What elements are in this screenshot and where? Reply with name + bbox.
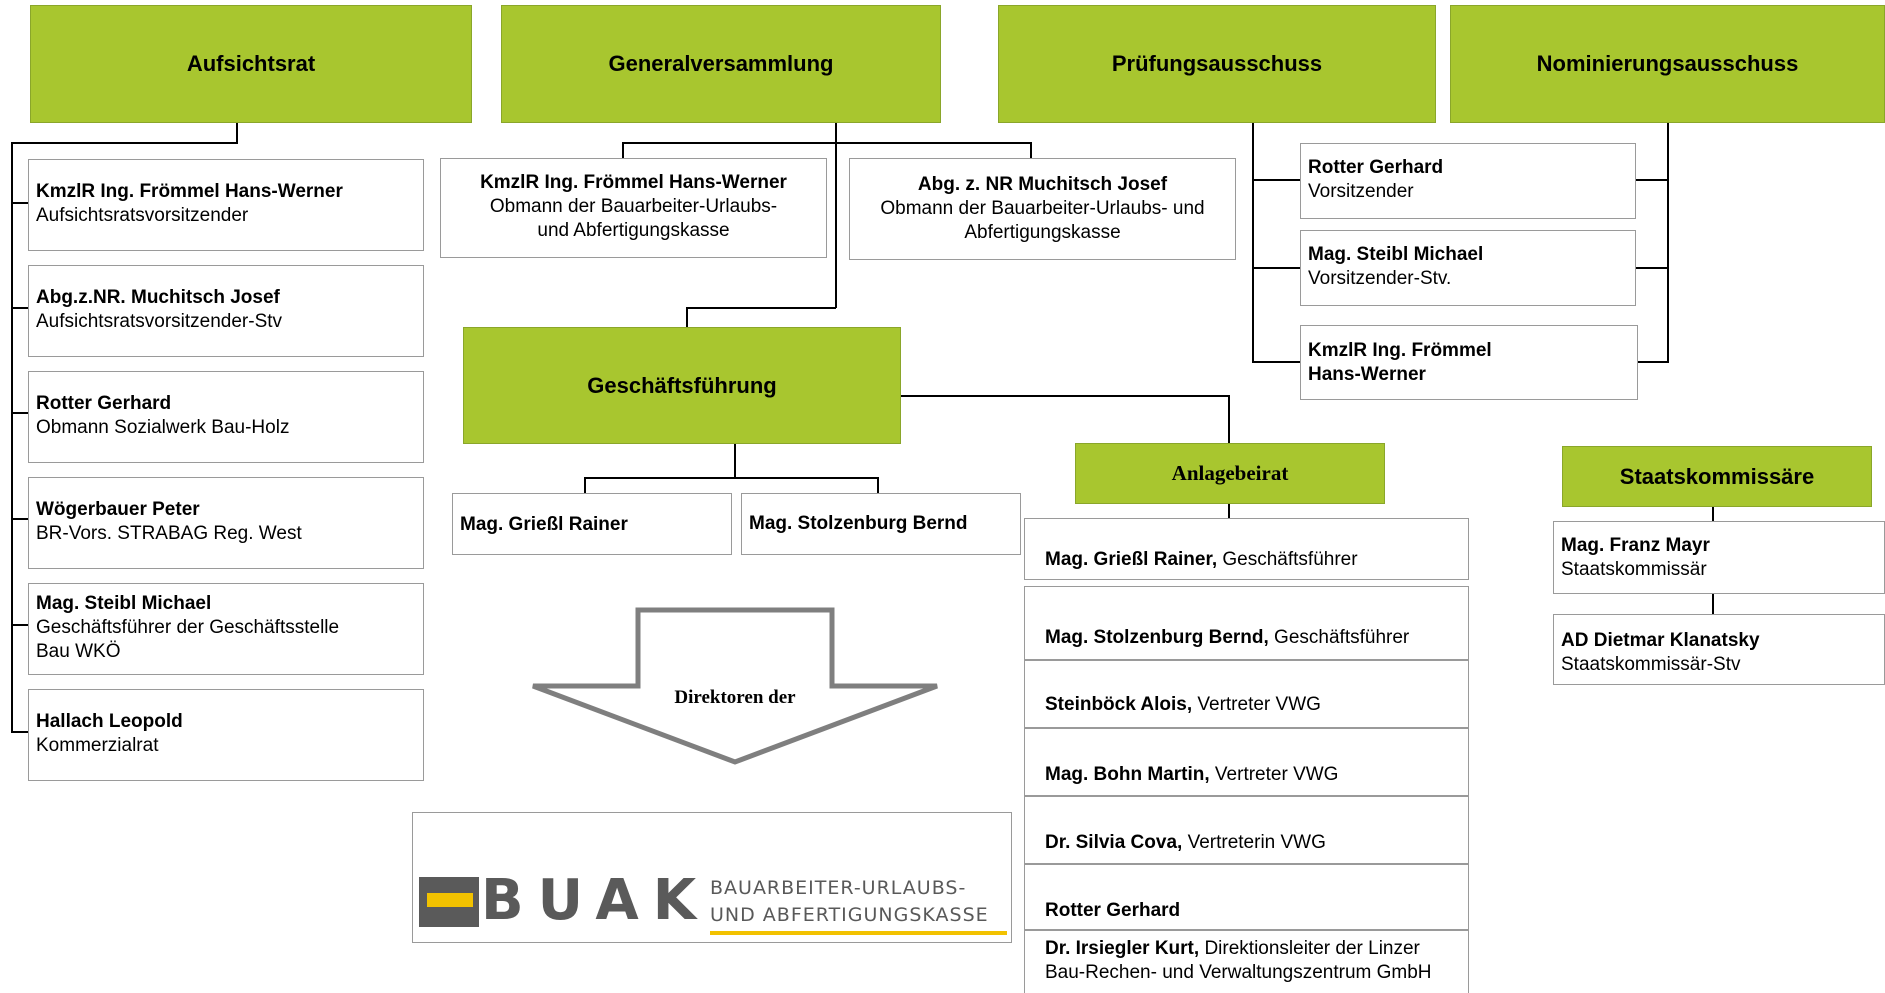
member-name: Mag. Stolzenburg Bernd	[749, 513, 968, 534]
aufsichtsrat-member: Mag. Steibl Michael Geschäftsführer der …	[28, 583, 424, 675]
logo-mark: BUAK	[481, 868, 711, 933]
member-role: Geschäftsführer der Geschäftsstelle	[36, 617, 340, 638]
member-name: Dr. Irsiegler Kurt,	[1045, 938, 1200, 959]
member-role: Obmann Sozialwerk Bau-Holz	[36, 417, 290, 438]
member-name: Mag. Steibl Michael	[1308, 244, 1484, 265]
member-role: Geschäftsführer	[1217, 549, 1358, 570]
header-nominierungsausschuss: Nominierungsausschuss	[1450, 5, 1885, 123]
header-staatskommissaere: Staatskommissäre	[1562, 446, 1872, 507]
logo-emblem-accent	[427, 893, 473, 907]
member-role-cont: Bau WKÖ	[36, 641, 121, 662]
aufsichtsrat-member: Hallach Leopold Kommerzialrat	[28, 689, 424, 781]
generalversammlung-member: Abg. z. NR Muchitsch Josef Obmann der Ba…	[849, 158, 1236, 260]
header-geschaeftsfuehrung: Geschäftsführung	[463, 327, 901, 444]
member-name: Steinböck Alois,	[1045, 694, 1193, 715]
member-name: Dr. Silvia Cova,	[1045, 832, 1183, 853]
logo-text-line1: BAUARBEITER-URLAUBS-	[710, 877, 967, 899]
member-name: Wögerbauer Peter	[36, 499, 200, 520]
member-role: Kommerzialrat	[36, 735, 159, 756]
member-role: Vertreter VWG	[1209, 764, 1339, 785]
member-name: KmzlR Ing. Frömmel Hans-Werner	[36, 181, 343, 202]
logo-text-line2: UND ABFERTIGUNGSKASSE	[710, 904, 989, 926]
aufsichtsrat-member: KmzlR Ing. Frömmel Hans-Werner Aufsichts…	[28, 159, 424, 251]
member-role: Direktionsleiter der Linzer	[1199, 938, 1420, 959]
header-anlagebeirat: Anlagebeirat	[1075, 443, 1385, 504]
member-name: Rotter Gerhard	[1308, 157, 1444, 178]
anlagebeirat-member: Rotter Gerhard	[1024, 864, 1469, 930]
header-generalversammlung: Generalversammlung	[501, 5, 941, 123]
member-role: Aufsichtsratsvorsitzender-Stv	[36, 311, 283, 332]
member-name: KmzlR Ing. Frömmel Hans-Werner	[480, 172, 787, 193]
generalversammlung-member: KmzlR Ing. Frömmel Hans-Werner Obmann de…	[440, 158, 827, 258]
member-name: KmzlR Ing. Frömmel	[1308, 340, 1492, 361]
member-name: Mag. Franz Mayr	[1561, 535, 1710, 556]
header-aufsichtsrat: Aufsichtsrat	[30, 5, 472, 123]
member-role: Vertreter VWG	[1192, 694, 1321, 715]
anlagebeirat-member: Dr. Irsiegler Kurt, Direktionsleiter der…	[1024, 930, 1469, 993]
staatskommissaer-member: AD Dietmar Klanatsky Staatskommissär-Stv	[1553, 614, 1885, 685]
member-name: Mag. Steibl Michael	[36, 593, 212, 614]
member-role: Staatskommissär-Stv	[1561, 654, 1741, 675]
aufsichtsrat-member: Wögerbauer Peter BR-Vors. STRABAG Reg. W…	[28, 477, 424, 569]
anlagebeirat-member: Steinböck Alois, Vertreter VWG	[1024, 660, 1469, 728]
member-name: AD Dietmar Klanatsky	[1561, 630, 1760, 651]
member-name: Abg.z.NR. Muchitsch Josef	[36, 287, 280, 308]
member-role: Vertreterin VWG	[1182, 832, 1326, 853]
anlagebeirat-member: Dr. Silvia Cova, Vertreterin VWG	[1024, 796, 1469, 864]
pruefung-member: KmzlR Ing. Frömmel Hans-Werner	[1300, 325, 1638, 400]
member-role: Obmann der Bauarbeiter-Urlaubs- und	[880, 198, 1205, 219]
anlagebeirat-member: Mag. Stolzenburg Bernd, Geschäftsführer	[1024, 586, 1469, 660]
member-role: Staatskommissär	[1561, 559, 1707, 580]
pruefung-member: Rotter Gerhard Vorsitzender	[1300, 143, 1636, 219]
gf-member: Mag. Grießl Rainer	[452, 493, 732, 555]
staatskommissaer-member: Mag. Franz Mayr Staatskommissär	[1553, 521, 1885, 594]
arrow-label: Direktoren der	[674, 687, 796, 708]
down-arrow-shape	[532, 607, 938, 765]
logo-underline	[710, 931, 1007, 935]
header-pruefungsausschuss: Prüfungsausschuss	[998, 5, 1436, 123]
member-role-cont: Abfertigungskasse	[964, 222, 1121, 243]
member-name: Mag. Bohn Martin,	[1045, 764, 1210, 785]
member-name: Mag. Stolzenburg Bernd,	[1045, 627, 1269, 648]
member-name: Rotter Gerhard	[1045, 900, 1181, 921]
member-role: Vorsitzender	[1308, 181, 1414, 202]
aufsichtsrat-member: Abg.z.NR. Muchitsch Josef Aufsichtsratsv…	[28, 265, 424, 357]
anlagebeirat-member: Mag. Grießl Rainer, Geschäftsführer	[1024, 518, 1469, 580]
gf-member: Mag. Stolzenburg Bernd	[741, 493, 1021, 555]
member-name: Mag. Grießl Rainer	[460, 514, 628, 535]
member-role-cont: Bau-Rechen- und Verwaltungszentrum GmbH	[1045, 962, 1432, 983]
buak-logo: BUAK BAUARBEITER-URLAUBS- UND ABFERTIGUN…	[412, 812, 1012, 943]
member-role: BR-Vors. STRABAG Reg. West	[36, 523, 302, 544]
member-role: Aufsichtsratsvorsitzender	[36, 205, 249, 226]
member-role: Vorsitzender-Stv.	[1308, 268, 1452, 289]
aufsichtsrat-member: Rotter Gerhard Obmann Sozialwerk Bau-Hol…	[28, 371, 424, 463]
member-role: Obmann der Bauarbeiter-Urlaubs-	[489, 196, 778, 217]
member-name-cont: Hans-Werner	[1308, 364, 1426, 385]
member-role-cont: und Abfertigungskasse	[537, 220, 730, 241]
member-name: Hallach Leopold	[36, 711, 183, 732]
member-name: Rotter Gerhard	[36, 393, 172, 414]
member-name: Mag. Grießl Rainer,	[1045, 549, 1218, 570]
pruefung-member: Mag. Steibl Michael Vorsitzender-Stv.	[1300, 230, 1636, 306]
anlagebeirat-member: Mag. Bohn Martin, Vertreter VWG	[1024, 728, 1469, 796]
member-role: Geschäftsführer	[1268, 627, 1410, 648]
member-name: Abg. z. NR Muchitsch Josef	[917, 174, 1168, 195]
